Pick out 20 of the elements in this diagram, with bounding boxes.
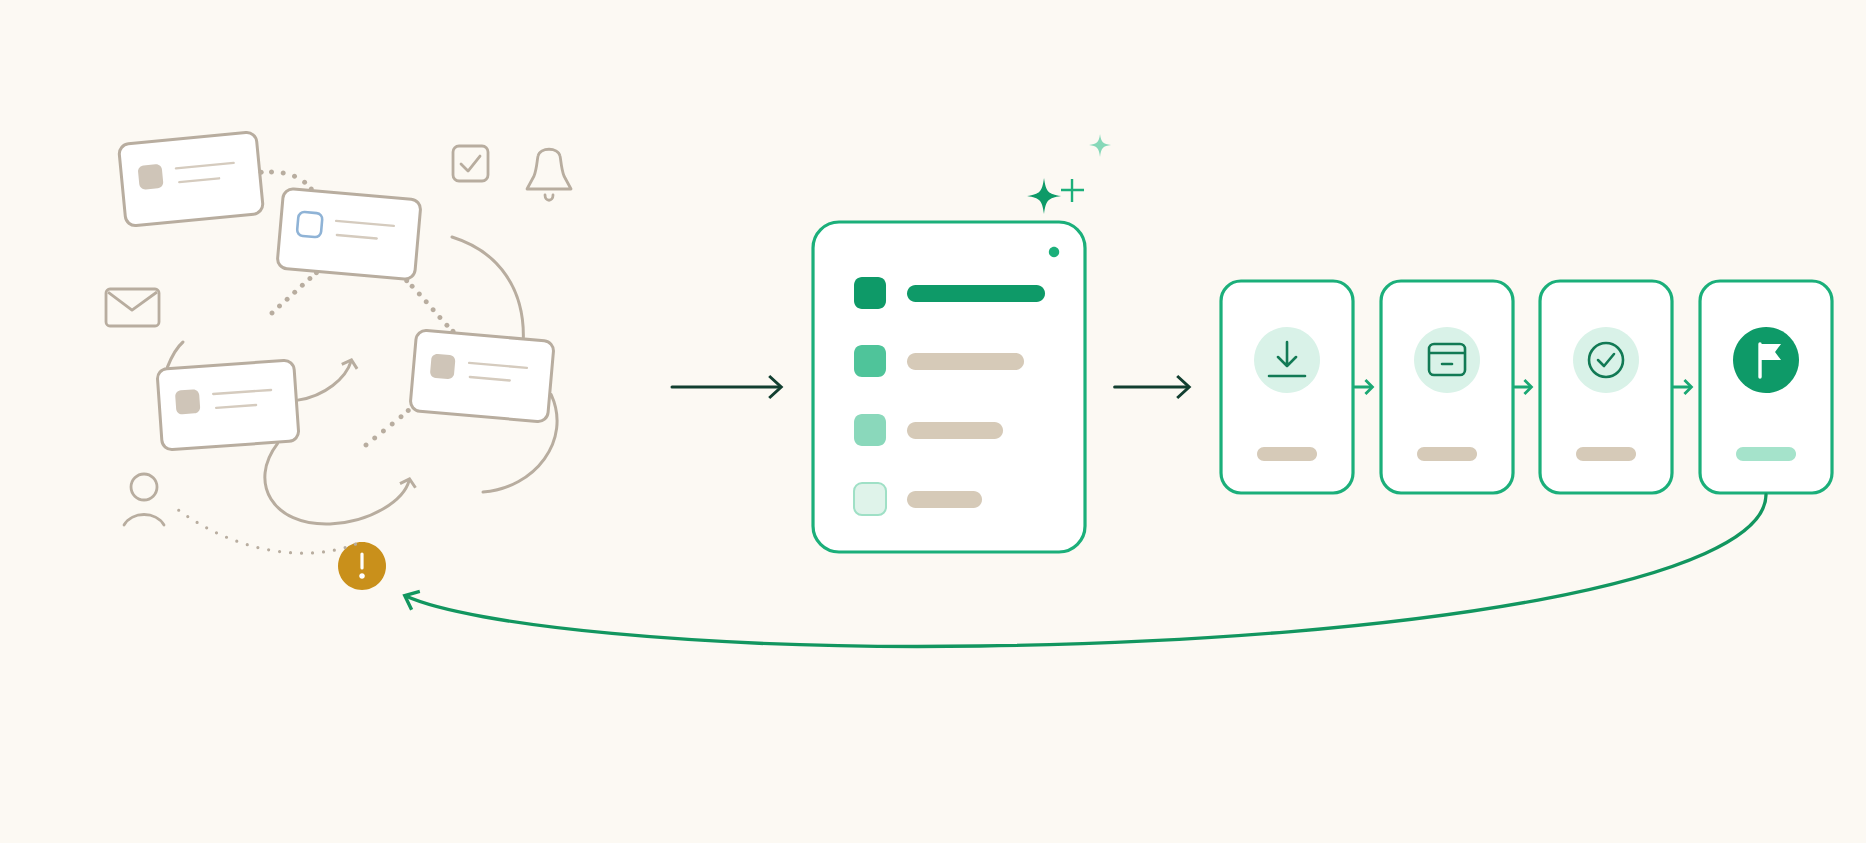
card	[276, 187, 422, 281]
warning-icon	[338, 542, 386, 590]
arrow	[296, 358, 359, 402]
connector-line	[165, 340, 185, 369]
person-icon	[122, 472, 166, 527]
dotted-line	[269, 270, 319, 316]
dotted-line	[258, 169, 314, 192]
connector-line	[450, 235, 525, 339]
arrow	[1353, 379, 1375, 395]
arrow	[1113, 374, 1192, 400]
arrow	[1513, 379, 1534, 395]
dotted-line	[363, 407, 411, 448]
dotted-line	[404, 278, 456, 334]
card	[117, 131, 265, 227]
arrow	[402, 492, 1768, 649]
arrow	[1672, 379, 1694, 395]
connector-line	[481, 393, 559, 494]
arrow	[670, 374, 784, 400]
dotted-line	[177, 508, 359, 555]
arrow	[263, 442, 417, 526]
